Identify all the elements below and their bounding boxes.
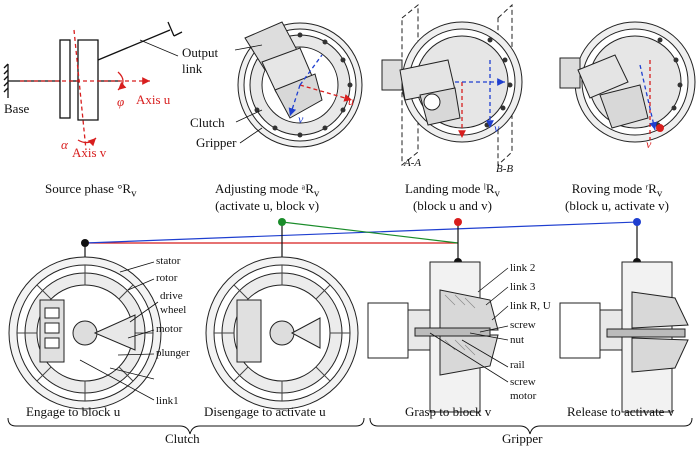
adjusting-v-label: v (298, 112, 304, 126)
caption-release: Release to activate v (567, 404, 675, 419)
part-wheel: wheel (160, 304, 187, 316)
section-aa-label: A-A (404, 157, 422, 169)
phi-label: φ (117, 94, 125, 109)
source-axes (20, 29, 179, 151)
part-drive: drive (160, 290, 183, 302)
alpha-label: α (61, 137, 68, 152)
clutch-disengage-drawing (205, 256, 359, 410)
mode-title-adjusting: Adjusting mode ᵃRv(activate u, block v) (215, 181, 320, 214)
clutch-leaders (79, 261, 159, 401)
landing-v-label: v (494, 121, 500, 135)
group-gripper-label: Gripper (502, 431, 543, 446)
part-rotor: rotor (156, 272, 178, 284)
mode-title-landing: Landing mode ˡRv(block u and v) (405, 181, 500, 214)
part-motor-2: motor (510, 390, 537, 402)
part-stator: stator (156, 255, 181, 267)
axis-v-label: Axis v (72, 145, 107, 160)
gripper-grasp-drawing (367, 261, 499, 413)
group-clutch-label: Clutch (165, 431, 200, 446)
caption-grasp: Grasp to block v (405, 404, 492, 419)
gripper-leaders (429, 267, 509, 383)
landing-axes (455, 60, 505, 138)
clutch-engage-drawing (8, 256, 162, 410)
axis-u-label: Axis u (136, 92, 171, 107)
clutch-part-label: Clutch (190, 115, 225, 130)
part-motor: motor (156, 323, 183, 335)
base-label: Base (4, 101, 30, 116)
mode-title-source: Source phase °Rv (45, 181, 137, 200)
landing-device (381, 3, 523, 167)
caption-disengage: Disengage to activate u (204, 404, 326, 419)
part-link1: link1 (156, 395, 179, 407)
part-link3: link 3 (510, 281, 536, 293)
part-plunger: plunger (156, 347, 190, 359)
mode-title-roving: Roving mode ʳRv(block u, activate v) (565, 181, 669, 214)
part-link-ru: link R, U (510, 300, 551, 312)
roving-v-label: v (646, 137, 652, 151)
group-braces (7, 417, 693, 435)
section-bb-label: B-B (496, 163, 514, 175)
green-connector (281, 221, 459, 244)
part-screw: screw (510, 319, 536, 331)
adjusting-u-label: u (348, 94, 354, 108)
adjusting-axes (288, 54, 353, 117)
output-link-label: Output link (182, 45, 219, 76)
blue-connector (84, 221, 638, 244)
gripper-part-label: Gripper (196, 135, 237, 150)
part-rail: rail (510, 359, 525, 371)
roving-device (559, 21, 696, 143)
source-schematic (3, 21, 183, 121)
part-screw-2: screw (510, 376, 536, 388)
leader-lines-adjusting (234, 44, 263, 144)
mode-connectors (84, 221, 638, 262)
part-link2: link 2 (510, 262, 536, 274)
gripper-release-drawing (559, 261, 689, 413)
part-nut: nut (510, 334, 525, 346)
roving-axes (639, 60, 658, 140)
caption-engage: Engage to block u (26, 404, 121, 419)
